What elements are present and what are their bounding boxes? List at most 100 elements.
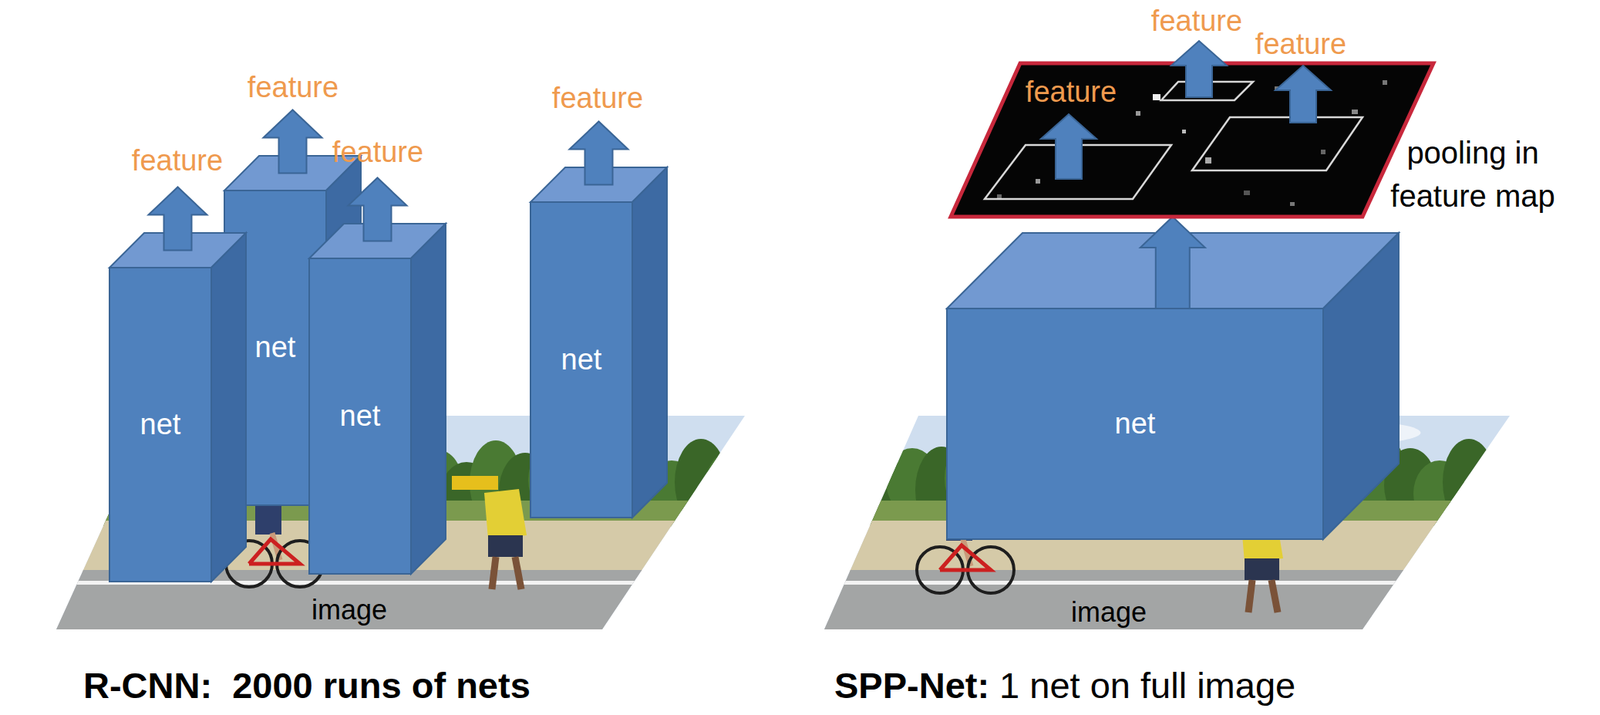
pooling-window [1192,117,1363,171]
person-leg [1248,579,1253,613]
feature-map: featurefeaturefeaturepooling in feature … [950,63,1434,217]
bike-frame [939,545,991,570]
feature-label: feature [1151,4,1243,38]
activation-dot [1351,109,1358,115]
caption-holder: 1 net on full image [999,663,1296,708]
net-label: net [561,343,603,376]
up-arrow [1040,114,1097,179]
feature-label-holder: feature [1025,74,1117,111]
activation-dot [1382,80,1388,85]
feature-label-holder: feature [552,80,644,117]
activation-dot [1320,149,1326,155]
caption: 1 net on full image [999,664,1296,706]
tree [856,455,910,530]
net-box-shape [309,223,446,574]
caption: R-CNN: 2000 runs of nets [83,664,531,706]
person-shorts [488,535,523,557]
caption-holder: SPP-Net: [834,663,990,708]
person-jacket [484,488,527,539]
person-leg [515,556,522,590]
pooling-label: pooling in feature map [1390,135,1555,213]
net-label: net [340,399,381,432]
tree [440,461,493,527]
feature-label: feature [131,144,223,177]
tree [827,443,880,526]
net-label: net [255,330,297,364]
feature-label-holder: feature [247,70,339,106]
tree [1354,435,1408,518]
activation-dot [1243,190,1250,196]
tree [1442,438,1496,526]
tree [1384,448,1437,523]
net-label-holder: net [255,330,297,366]
feature-label-holder: feature [131,143,223,179]
tree [59,443,112,526]
tree [674,438,728,526]
net-label-holder: net [140,407,182,443]
activation-dot [1152,94,1161,101]
tree [1413,460,1466,527]
activation-dot [1290,202,1295,206]
net-label-holder: net [1114,406,1156,442]
bike-wheel [916,546,964,593]
prism-side [632,167,667,518]
prism-front [309,258,411,574]
road [824,569,1510,630]
net-box-shape [109,232,246,582]
pooling-label-holder: pooling in feature map [1368,131,1577,218]
up-arrow [148,187,208,251]
net-front [946,308,1324,539]
tree [30,444,83,507]
tree [1325,457,1378,519]
activation-dot [1205,157,1212,164]
feature-label-holder: feature [1255,26,1347,63]
net-box: net [946,308,1324,539]
net-box: net [109,232,246,582]
tree [885,448,939,515]
bike-frame [249,538,300,564]
feature-label: feature [552,81,644,115]
net-label: net [1114,407,1156,440]
person-leg [491,556,496,590]
block-arrow [1140,216,1206,309]
net-box: net [309,223,446,574]
up-arrow [348,178,408,242]
activation-dot [1035,178,1041,184]
road-line [824,580,1510,585]
prism-front [109,267,212,582]
prism-side [211,232,246,582]
feature-label: feature [1025,75,1117,108]
road-sign [451,475,499,490]
net-box-shape [530,167,667,518]
net-box: net [530,167,667,518]
caption-holder: R-CNN: 2000 runs of nets [83,663,531,708]
activation-dot [1135,111,1141,116]
net-label-holder: net [561,342,603,378]
bike-wheel [967,546,1014,593]
tree [1501,443,1554,515]
person-leg [1271,579,1278,613]
image-label-holder: image [1071,595,1147,629]
feature-label: feature [1255,27,1347,61]
tree [1472,451,1525,530]
person-shorts [1244,558,1280,580]
up-arrow [569,121,629,186]
feature-label: feature [247,70,339,104]
rider-leg [963,538,971,566]
image-label-holder: image [311,592,388,627]
caption: SPP-Net: [834,664,990,706]
prism-side [1323,232,1399,539]
feature-map-shape [950,63,1434,217]
feature-label-holder: feature [1151,3,1243,40]
image-label: image [311,593,388,626]
tree [798,444,851,507]
net-label-holder: net [340,398,381,435]
prism-side [410,223,446,574]
up-arrow [263,110,323,174]
net-label: net [140,407,182,441]
rider-leg [272,532,280,560]
up-arrow [1275,65,1331,123]
up-arrow [1171,40,1227,98]
activation-dot [1182,129,1186,134]
tree [704,451,757,530]
